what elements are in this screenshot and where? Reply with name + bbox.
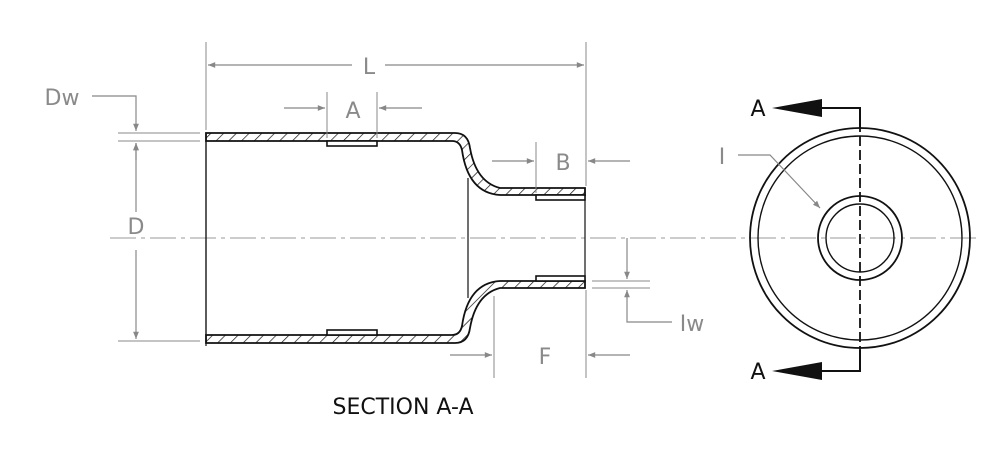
section-title: SECTION A-A	[333, 395, 474, 420]
dimension-F: F	[450, 290, 630, 378]
top-wall-section	[205, 132, 586, 196]
dimension-Dw: Dw	[45, 86, 200, 160]
seam-small-bottom	[535, 275, 586, 282]
label-L: L	[363, 55, 376, 80]
section-arrow-top	[772, 99, 822, 117]
seam-bottom	[326, 329, 378, 336]
end-view: A A I	[719, 97, 971, 385]
dimension-D: D	[118, 143, 200, 342]
dimension-A: A	[284, 92, 422, 138]
label-B: B	[555, 151, 570, 176]
section-marker-top: A	[750, 97, 765, 122]
label-Iw: Iw	[680, 312, 704, 337]
label-I: I	[719, 145, 726, 170]
seam-top	[326, 140, 378, 147]
section-marker-bottom: A	[750, 360, 765, 385]
label-Dw: Dw	[45, 86, 80, 111]
section-view	[205, 132, 586, 346]
label-F: F	[539, 345, 552, 370]
seam-small-top	[535, 194, 586, 201]
label-A: A	[345, 99, 360, 124]
dimension-L: L	[205, 42, 587, 186]
section-arrow-bottom	[772, 362, 822, 380]
dimension-Iw: Iw	[592, 238, 704, 337]
leader-I	[738, 154, 821, 209]
dimension-B: B	[492, 142, 630, 193]
bottom-wall-section	[205, 280, 586, 344]
label-D: D	[128, 215, 145, 240]
